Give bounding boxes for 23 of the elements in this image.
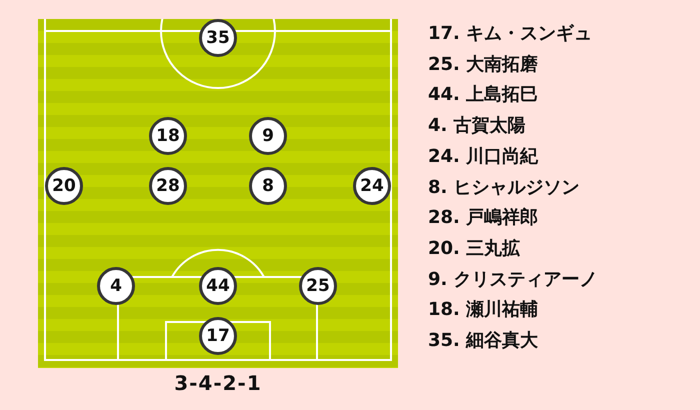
shirt-number: 9 [262,128,274,144]
shirt-number: 28 [156,178,180,194]
formation-label: 3-4-2-1 [173,371,263,395]
squad-list-entry: 9. クリスティアーノ [428,268,598,291]
shirt-number: 17 [206,328,230,344]
shirt-number: 8 [262,178,274,194]
squad-list-entry: 24. 川口尚紀 [428,146,538,168]
squad-list-entry: 4. 古賀太陽 [428,115,526,138]
shirt-number: 4 [110,278,122,294]
squad-list-entry: 25. 大南拓磨 [428,54,538,76]
squad-list-entry: 20. 三丸拡 [428,238,520,260]
squad-list-entry: 44. 上島拓巳 [428,84,538,106]
squad-list-entry: 18. 瀬川祐輔 [428,299,538,322]
shirt-number: 44 [206,278,230,294]
shirt-number: 20 [52,178,76,194]
squad-list-entry: 35. 細谷真大 [428,330,538,352]
shirt-number: 18 [156,128,180,144]
shirt-number: 35 [206,30,230,46]
shirt-number: 24 [360,178,384,194]
shirt-number: 25 [306,278,330,294]
squad-list-entry: 28. 戸嶋祥郎 [428,207,538,230]
squad-list-entry: 8. ヒシャルジソン [428,176,580,198]
squad-list-entry: 17. キム・スンギュ [428,23,592,45]
